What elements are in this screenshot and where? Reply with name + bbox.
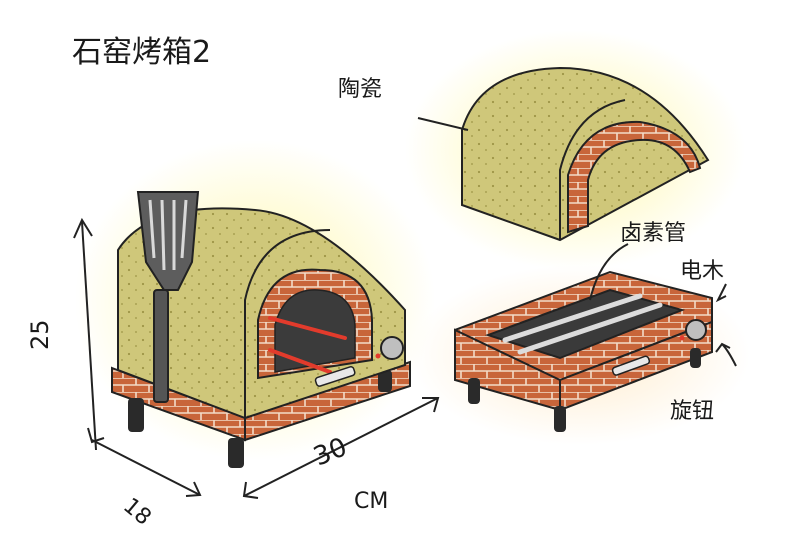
- ceramic-pointer: [417, 117, 469, 131]
- assembled-oven: 25 18 30 CM: [26, 191, 440, 531]
- halogen-tube: [502, 293, 643, 343]
- base-leg: [554, 406, 566, 432]
- height-label: 25: [26, 319, 54, 350]
- height-dimension-line: [81, 221, 97, 451]
- base-knob: [685, 319, 707, 341]
- sketch-title: 石窑烤箱2: [72, 35, 211, 70]
- peel-spatula: [136, 191, 200, 403]
- base-handle: [611, 355, 651, 376]
- oven-leg: [128, 398, 144, 432]
- base-indicator: [679, 335, 685, 341]
- base-leg: [690, 348, 701, 368]
- oven-heater-bottom: [268, 348, 332, 374]
- oven-indicator: [375, 353, 381, 359]
- ceramic-lid: 陶瓷: [338, 66, 710, 242]
- knob-pointer: [715, 342, 737, 367]
- oven-knob: [380, 336, 404, 360]
- lid-brick-arch: [567, 120, 702, 234]
- ceramic-label: 陶瓷: [338, 77, 382, 102]
- depth-dimension-line: [91, 439, 201, 496]
- oven-handle: [314, 366, 356, 387]
- oven-leg: [228, 438, 244, 468]
- heating-tube-label: 卤素管: [620, 221, 686, 246]
- electric-wood-label: 电木: [680, 259, 724, 284]
- depth-label: 18: [118, 493, 156, 530]
- electric-wood-pointer: [715, 283, 727, 303]
- heating-tube-pointer: [589, 243, 629, 301]
- base-leg: [468, 378, 480, 404]
- oven-heater-top: [268, 316, 347, 340]
- dome-edge: [244, 229, 331, 418]
- unit-label: CM: [354, 489, 388, 514]
- knob-label: 旋钮: [670, 399, 714, 424]
- heating-base: 卤素管 电木 旋钮: [454, 221, 737, 432]
- base-tray: [484, 288, 686, 360]
- width-dimension-line: [243, 397, 439, 497]
- halogen-tube: [517, 302, 663, 355]
- oven-leg: [378, 370, 392, 392]
